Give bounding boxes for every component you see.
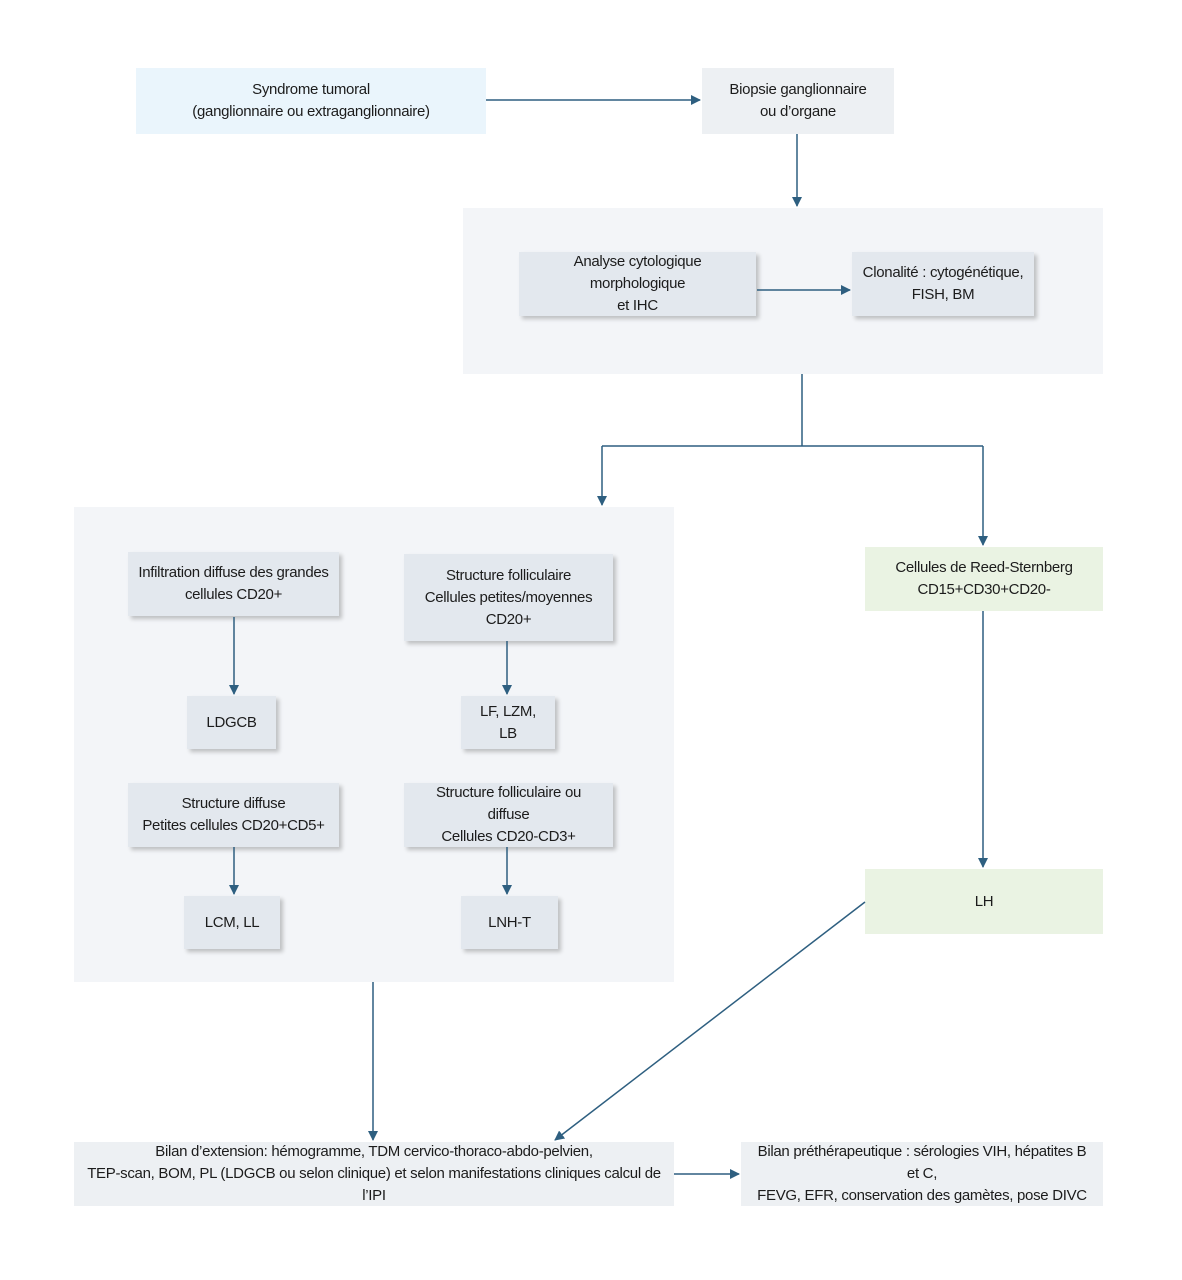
arrow-lh-to-bilan	[554, 901, 866, 1141]
node-bilan-pretherapeutique: Bilan préthérapeutique : sérologies VIH,…	[741, 1142, 1103, 1206]
node-lf-lzm-lb: LF, LZM, LB	[461, 696, 555, 749]
node-structure-folliculaire-ou-diffuse: Structure folliculaire ou diffuse Cellul…	[404, 783, 613, 847]
node-infiltration-diffuse: Infiltration diffuse des grandes cellule…	[128, 552, 339, 616]
node-biopsie: Biopsie ganglionnaire ou d’organe	[702, 68, 894, 134]
node-syndrome-tumoral: Syndrome tumoral (ganglionnaire ou extra…	[136, 68, 486, 134]
node-clonalite: Clonalité : cytogénétique, FISH, BM	[852, 252, 1034, 316]
node-ldgcb: LDGCB	[187, 696, 276, 749]
node-bilan-extension: Bilan d’extension: hémogramme, TDM cervi…	[74, 1142, 674, 1206]
node-lnh-t: LNH-T	[461, 896, 558, 949]
node-reed-sternberg: Cellules de Reed-Sternberg CD15+CD30+CD2…	[865, 547, 1103, 611]
node-lh: LH	[865, 869, 1103, 934]
node-structure-folliculaire: Structure folliculaire Cellules petites/…	[404, 554, 613, 641]
node-lcm-ll: LCM, LL	[184, 896, 280, 949]
node-structure-diffuse: Structure diffuse Petites cellules CD20+…	[128, 783, 339, 847]
node-analyse-cytologique: Analyse cytologique morphologique et IHC	[519, 252, 756, 316]
